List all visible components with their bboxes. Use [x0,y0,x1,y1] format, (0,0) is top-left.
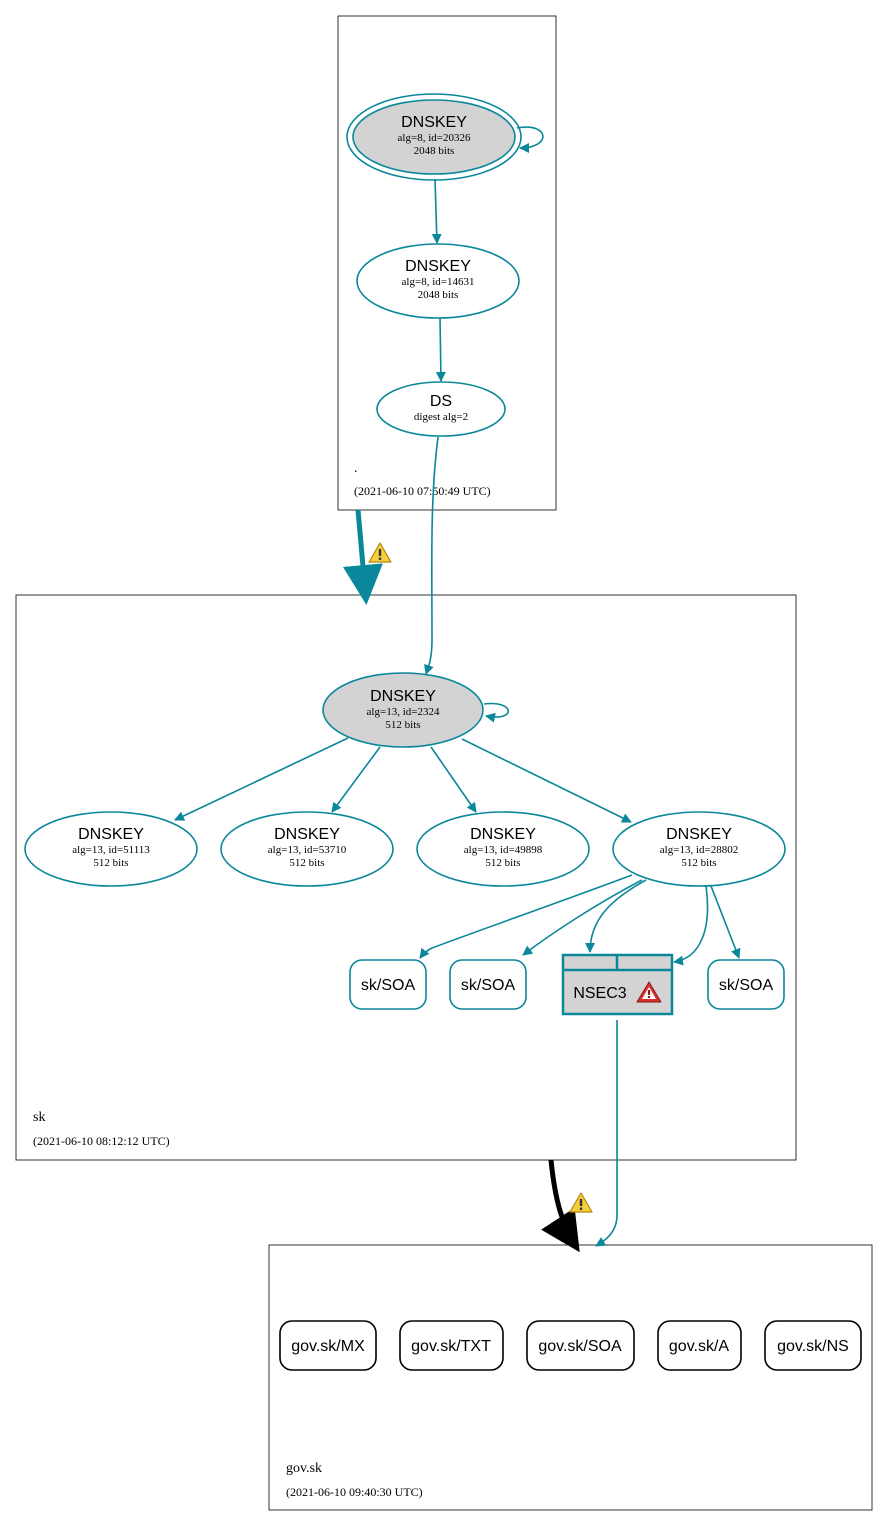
dnskey-node-sk-53710[interactable]: DNSKEY alg=13, id=53710 512 bits [220,811,394,887]
node-title: DNSKEY [666,826,732,843]
zone-sk-name: sk [33,1110,45,1125]
node-title: DS [430,393,452,410]
node-label: NSEC3 [573,985,626,1002]
edge-sk-ksk-k2 [331,746,381,813]
node-label: gov.sk/A [669,1338,730,1355]
delegation-sk-govsk [541,1159,580,1253]
node-label: gov.sk/SOA [538,1338,622,1355]
node-title: DNSKEY [401,114,467,131]
node-detail: 512 bits [681,857,716,869]
rrset-node-govsk-mx[interactable]: gov.sk/MX [279,1320,377,1371]
dnskey-node-root-zsk[interactable]: DNSKEY alg=8, id=14631 2048 bits [356,243,520,319]
node-detail: digest alg=2 [414,411,468,423]
zone-root-name: . [354,461,358,476]
node-detail: alg=13, id=51113 [72,844,150,856]
node-detail: 512 bits [385,719,420,731]
edge-ds-sk-ksk [424,436,439,675]
edge-nsec3-govsk [595,1020,618,1247]
warning-icon[interactable] [368,542,392,563]
node-label: sk/SOA [361,977,416,994]
edge-k4-soa3 [710,885,741,959]
node-detail: alg=13, id=2324 [367,706,440,718]
dnskey-node-sk-ksk[interactable]: DNSKEY alg=13, id=2324 512 bits [322,672,484,748]
edge-root-ksk-self [516,126,544,153]
node-detail: alg=8, id=20326 [398,132,471,144]
rrset-node-govsk-txt[interactable]: gov.sk/TXT [399,1320,504,1371]
edge-sk-ksk-k1 [174,737,349,821]
edge-k4-soa2 [522,879,643,956]
edge-root-ksk-zsk [431,178,442,244]
node-title: DNSKEY [274,826,340,843]
node-label: sk/SOA [719,977,774,994]
node-title: DNSKEY [405,258,471,275]
edge-k4-nsec3-b [673,885,709,966]
zone-root: . (2021-06-10 07:50:49 UTC) [337,15,557,511]
node-label: gov.sk/TXT [411,1338,491,1355]
node-detail: 512 bits [485,857,520,869]
warning-icon[interactable] [569,1192,593,1213]
rrset-node-govsk-a[interactable]: gov.sk/A [657,1320,742,1371]
zone-govsk-name: gov.sk [286,1461,322,1476]
edge-k4-soa1 [419,874,633,959]
edges [174,126,741,1247]
edge-sk-ksk-k3 [430,746,477,813]
dnskey-node-sk-28802[interactable]: DNSKEY alg=13, id=28802 512 bits [612,811,786,887]
rrset-node-govsk-ns[interactable]: gov.sk/NS [764,1320,862,1371]
node-detail: 512 bits [289,857,324,869]
node-detail: alg=13, id=49898 [464,844,543,856]
zone-sk: sk (2021-06-10 08:12:12 UTC) [15,594,797,1161]
node-title: DNSKEY [470,826,536,843]
edge-root-zsk-ds [435,317,446,382]
rrset-node-sk-soa[interactable]: sk/SOA [449,959,527,1010]
node-detail: alg=13, id=53710 [268,844,347,856]
delegation-root-sk [342,509,383,605]
zone-govsk: gov.sk (2021-06-10 09:40:30 UTC) [268,1244,873,1511]
edge-sk-ksk-self [483,702,510,723]
rrset-node-govsk-soa[interactable]: gov.sk/SOA [526,1320,635,1371]
rrset-node-sk-soa[interactable]: sk/SOA [707,959,785,1010]
node-title: DNSKEY [78,826,144,843]
zone-root-timestamp: (2021-06-10 07:50:49 UTC) [354,484,491,498]
dnskey-node-root-ksk[interactable]: DNSKEY alg=8, id=20326 2048 bits [346,93,522,181]
node-label: gov.sk/MX [291,1338,365,1355]
zone-sk-timestamp: (2021-06-10 08:12:12 UTC) [33,1134,170,1148]
dnskey-node-sk-51113[interactable]: DNSKEY alg=13, id=51113 512 bits [24,811,198,887]
rrset-node-sk-soa[interactable]: sk/SOA [349,959,427,1010]
node-detail: alg=8, id=14631 [402,276,475,288]
zone-govsk-timestamp: (2021-06-10 09:40:30 UTC) [286,1485,423,1499]
node-label: sk/SOA [461,977,516,994]
node-detail: alg=13, id=28802 [660,844,738,856]
node-detail: 512 bits [93,857,128,869]
dnskey-node-sk-49898[interactable]: DNSKEY alg=13, id=49898 512 bits [416,811,590,887]
node-detail: 2048 bits [414,145,455,157]
node-detail: 2048 bits [418,289,459,301]
node-label: gov.sk/NS [777,1338,849,1355]
edge-sk-ksk-k4 [461,738,632,823]
node-title: DNSKEY [370,688,436,705]
ds-node[interactable]: DS digest alg=2 [376,381,506,437]
edge-k4-nsec3-a [585,879,647,953]
error-icon [636,981,662,1003]
nsec3-node[interactable]: NSEC3 [561,953,674,1016]
